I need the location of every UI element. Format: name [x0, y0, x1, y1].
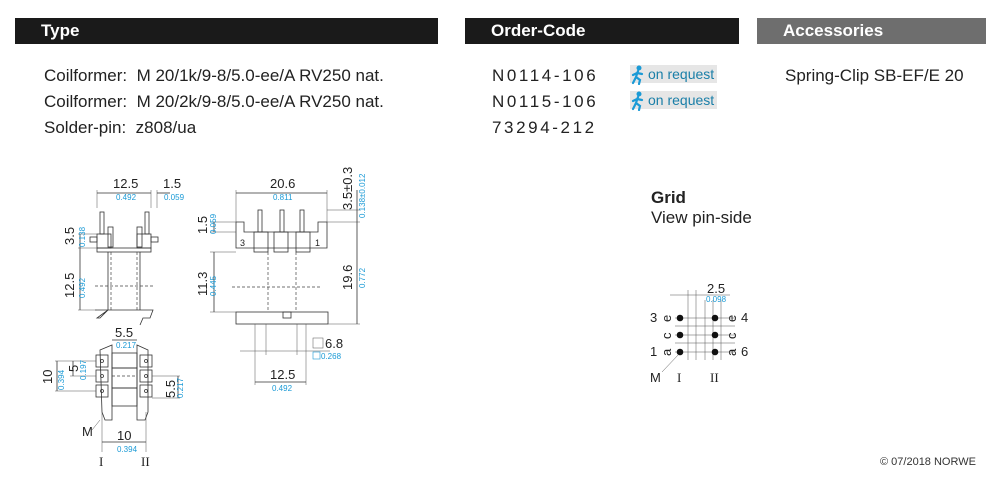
dim-side-body: 12.5 — [62, 273, 77, 298]
dim-front-winding-in: 0.445 — [209, 275, 218, 296]
type-value: M 20/1k/9-8/5.0-ee/A RV250 nat. — [136, 66, 384, 85]
dim-front-pin-in: 0.138±0.012 — [358, 173, 367, 218]
grid-subtitle: View pin-side — [651, 208, 752, 227]
grid-letter: c — [659, 332, 674, 339]
dim-front-base: 12.5 — [270, 367, 295, 382]
dim-bottom-row-in: 0.394 — [117, 445, 138, 454]
order-code: 73294-212 — [492, 118, 597, 137]
running-person-icon — [631, 65, 644, 85]
dim-side-pin: 1.5 — [163, 176, 181, 191]
dim-side-pin-h: 3.5 — [62, 227, 77, 245]
availability-badge: on request — [630, 65, 718, 85]
dim-bottom-right: 5.5 — [163, 380, 178, 398]
dim-front-square: 6.8 — [325, 336, 343, 351]
bottom-view: 5.5 0.217 10 0.394 5 0.197 5.5 0.217 M — [40, 325, 185, 469]
grid-row-label: II — [710, 370, 719, 385]
dim-side-width-in: 0.492 — [116, 193, 137, 202]
pin-label: 3 — [240, 238, 245, 248]
type-row: Solder-pin: z808/ua — [44, 118, 196, 138]
dim-bottom-width-in: 0.217 — [116, 341, 137, 350]
header-type: Type — [15, 18, 438, 44]
availability-text: on request — [648, 66, 715, 82]
grid-row-label: I — [677, 370, 681, 385]
grid-marker: M — [650, 370, 661, 385]
copyright: © 07/2018 NORWE — [880, 456, 976, 468]
header-order-code: Order-Code — [465, 18, 739, 44]
availability-text: on request — [648, 92, 715, 108]
grid-pin — [711, 331, 719, 339]
header-accessories: Accessories — [757, 18, 986, 44]
type-value: z808/ua — [135, 118, 197, 137]
type-row: Coilformer: M 20/2k/9-8/5.0-ee/A RV250 n… — [44, 92, 384, 112]
dim-bottom-pitch-in: 0.197 — [79, 359, 88, 380]
grid-letter: e — [659, 315, 674, 322]
grid-letter: a — [724, 348, 739, 356]
type-label: Solder-pin: — [44, 118, 127, 137]
grid-pin — [676, 348, 684, 356]
dim-bottom-span-in: 0.394 — [57, 369, 66, 390]
availability-badge: on request — [630, 91, 718, 111]
grid-pitch-in: 0.098 — [706, 295, 727, 304]
dim-bottom-width: 5.5 — [115, 325, 133, 340]
accessory-item: Spring-Clip SB-EF/E 20 — [785, 66, 964, 85]
dim-side-body-in: 0.492 — [78, 277, 87, 298]
dim-front-base-in: 0.492 — [272, 384, 293, 393]
front-view: 20.6 0.811 3 1 1.5 0.059 11.3 0.445 3.5±… — [195, 167, 367, 393]
dim-front-pin: 3.5±0.3 — [340, 167, 355, 210]
grid-pin-number: 3 — [650, 310, 657, 325]
grid-title: Grid — [651, 188, 686, 207]
dim-bottom-span: 10 — [40, 370, 55, 384]
type-label: Coilformer: — [44, 66, 128, 85]
dim-side-pin-h-in: 0.138 — [78, 226, 87, 247]
grid-pitch: 2.5 — [707, 281, 725, 296]
dim-bottom-pitch: 5 — [66, 365, 81, 372]
side-view: 12.5 0.492 1.5 0.059 3.5 0.138 12.5 0.49… — [62, 176, 185, 326]
technical-drawing: 12.5 0.492 1.5 0.059 3.5 0.138 12.5 0.49… — [40, 167, 367, 469]
grid-letter: e — [724, 315, 739, 322]
dim-front-width: 20.6 — [270, 176, 295, 191]
grid-pin-number: 1 — [650, 344, 657, 359]
grid-pin-number: 4 — [741, 310, 748, 325]
grid-pin — [676, 331, 684, 339]
row-label: I — [99, 454, 103, 469]
pin-grid-diagram: 2.5 0.098 3 1 4 6 e c a e c a M I II — [650, 281, 748, 385]
dim-front-winding: 11.3 — [195, 272, 210, 296]
dim-front-square-in: 0.268 — [321, 352, 342, 361]
grid-letter: a — [659, 348, 674, 356]
type-label: Coilformer: — [44, 92, 128, 111]
grid-letter: c — [724, 332, 739, 339]
dim-bottom-right-in: 0.217 — [176, 377, 185, 398]
type-row: Coilformer: M 20/1k/9-8/5.0-ee/A RV250 n… — [44, 66, 384, 86]
row-label: II — [141, 454, 150, 469]
pin-label: 1 — [315, 238, 320, 248]
dim-side-pin-in: 0.059 — [164, 193, 185, 202]
type-value: M 20/2k/9-8/5.0-ee/A RV250 nat. — [136, 92, 384, 111]
dim-front-width-in: 0.811 — [273, 193, 293, 202]
grid-pin-number: 6 — [741, 344, 748, 359]
grid-pin — [676, 314, 684, 322]
order-code: N0115-106 — [492, 92, 599, 111]
dim-front-top: 1.5 — [195, 216, 210, 234]
grid-pin — [711, 314, 719, 322]
dim-front-top-in: 0.059 — [209, 213, 218, 234]
dim-front-height-in: 0.772 — [358, 267, 367, 288]
grid-pin — [711, 348, 719, 356]
running-person-icon — [631, 91, 644, 111]
dim-bottom-row: 10 — [117, 428, 131, 443]
dim-side-width: 12.5 — [113, 176, 138, 191]
bottom-marker: M — [82, 424, 93, 439]
order-code: N0114-106 — [492, 66, 599, 85]
dim-front-height: 19.6 — [340, 265, 355, 290]
